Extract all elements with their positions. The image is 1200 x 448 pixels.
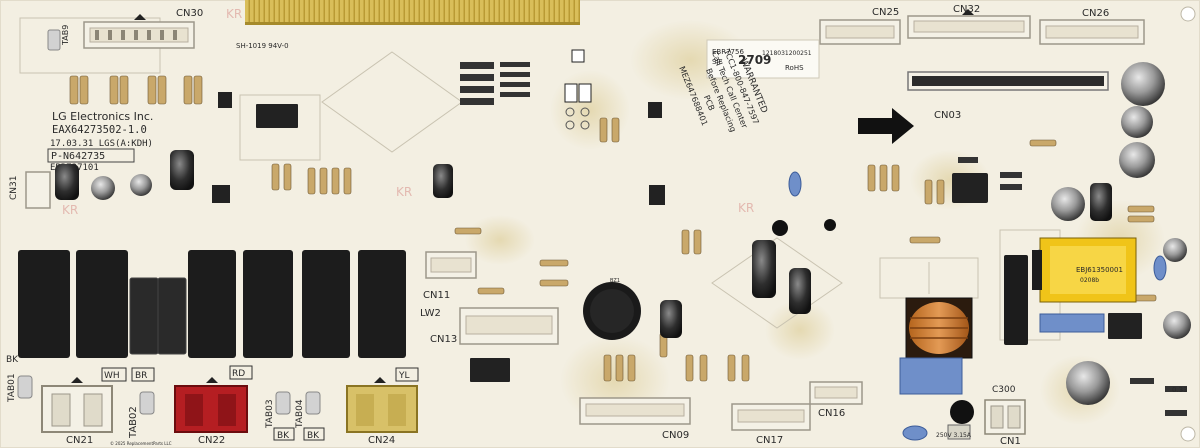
tp-rating: 0.33 <box>1172 386 1188 394</box>
connector-cn24 <box>346 377 418 433</box>
fuse-rating: 250V 3.15A <box>936 432 972 439</box>
small-components <box>69 49 1187 416</box>
cn26-label: CN26 <box>1082 8 1109 19</box>
cn22-label: CN22 <box>198 435 225 446</box>
bk-label-2: BK <box>277 431 290 441</box>
sticker-rohs: RoHS <box>785 64 804 72</box>
tab9-terminal <box>47 29 61 51</box>
transistors <box>772 219 974 424</box>
c300-label: C300 <box>992 385 1016 395</box>
connector-cn1 <box>984 399 1026 435</box>
cn03-label: CN03 <box>934 110 961 121</box>
cn09-label: CN09 <box>662 430 689 441</box>
transformer-sub: 0208b <box>1080 277 1099 284</box>
silkscreen-outlines <box>19 17 1061 341</box>
connector-cn09 <box>579 397 691 425</box>
sticker-code: 1218031200251 <box>762 50 812 57</box>
cn1-label: CN1 <box>1000 436 1021 447</box>
piezo-buzzer: BZ1 <box>583 278 641 340</box>
connector-cn03 <box>907 71 1109 91</box>
copyright-text: © 2025 ReplacementParts LLC <box>110 441 172 446</box>
wh-label: WH <box>104 371 120 381</box>
connector-cn22 <box>174 377 248 433</box>
cn30-label: CN30 <box>176 8 203 19</box>
connector-cn32 <box>907 9 1031 39</box>
connector-cn16 <box>809 381 863 405</box>
date-code-text: 17.03.31 LGS(A:KDH) <box>50 139 153 149</box>
bz1-label: BZ1 <box>610 278 620 284</box>
top-pin-header <box>245 0 580 25</box>
tab02-label: TAB02 <box>128 406 139 439</box>
film-capacitor <box>899 313 1105 395</box>
ic-chips <box>212 92 1142 382</box>
connector-cn13 <box>459 307 559 345</box>
cn21-label: CN21 <box>66 435 93 446</box>
power-relays <box>18 250 1028 358</box>
connector-cn21 <box>41 377 113 433</box>
bk-label-1: BK <box>6 355 19 365</box>
kr-mark-1: KR <box>226 7 242 21</box>
ul-mark-text: SH-1019 94V-0 <box>236 42 289 50</box>
spade-terminals <box>17 375 321 415</box>
connector-cn25 <box>819 19 901 45</box>
sticker-number: 2709 <box>738 53 771 67</box>
pcb-id-text: P-N642735 <box>51 151 105 162</box>
kr-mark-2: KR <box>62 203 78 217</box>
cn31-label: CN31 <box>9 176 19 200</box>
manufacturer-text: LG Electronics Inc. <box>52 110 153 123</box>
kr-mark-3: KR <box>396 185 412 199</box>
connector-cn11 <box>425 251 477 279</box>
connector-cn17 <box>731 403 811 431</box>
br-label: BR <box>135 371 147 381</box>
cn32-label: CN32 <box>953 4 980 15</box>
cn24-label: CN24 <box>368 435 395 446</box>
wire-color-markers: BK WH BR RD YL BK BK <box>6 355 419 441</box>
cn11-label: CN11 <box>423 290 450 301</box>
arrow-marker <box>858 108 914 144</box>
sticker-ebr: EBR7756 <box>712 48 744 56</box>
cn16-label: CN16 <box>818 408 845 419</box>
cn17-label: CN17 <box>756 435 783 446</box>
mounting-holes <box>1180 6 1196 442</box>
part-number-text: EAX64273502-1.0 <box>52 124 147 136</box>
fuse: 250V 3.15A <box>936 424 972 440</box>
cn13-label: CN13 <box>430 334 457 345</box>
label-sticker: EBR7756 SJF 2709 1218031200251 RoHS <box>706 39 820 79</box>
line-inductor <box>905 297 973 359</box>
tab04-label: TAB04 <box>295 399 305 429</box>
yl-label: YL <box>398 371 410 381</box>
sticker-ebr-suffix: SJF <box>712 58 723 66</box>
kr-mark-4: KR <box>738 201 754 215</box>
bk-label-3: BK <box>307 431 320 441</box>
electrolytic-capacitors <box>55 62 1191 405</box>
tab9-label: TAB9 <box>61 25 70 46</box>
transformer-code: EBJ61350001 <box>1076 266 1123 274</box>
rd-label: RD <box>232 369 245 379</box>
connector-cn30 <box>83 14 195 49</box>
connector-cn26 <box>1039 19 1145 45</box>
lw2-label: LW2 <box>420 308 441 319</box>
connector-cn31 <box>25 171 51 209</box>
cn25-label: CN25 <box>872 7 899 18</box>
tab01-label: TAB01 <box>7 373 17 403</box>
kr-watermarks: KR KR KR KR <box>62 7 754 217</box>
switching-transformer: EBJ61350001 0208b <box>1032 237 1137 303</box>
tab03-label: TAB03 <box>265 399 275 429</box>
